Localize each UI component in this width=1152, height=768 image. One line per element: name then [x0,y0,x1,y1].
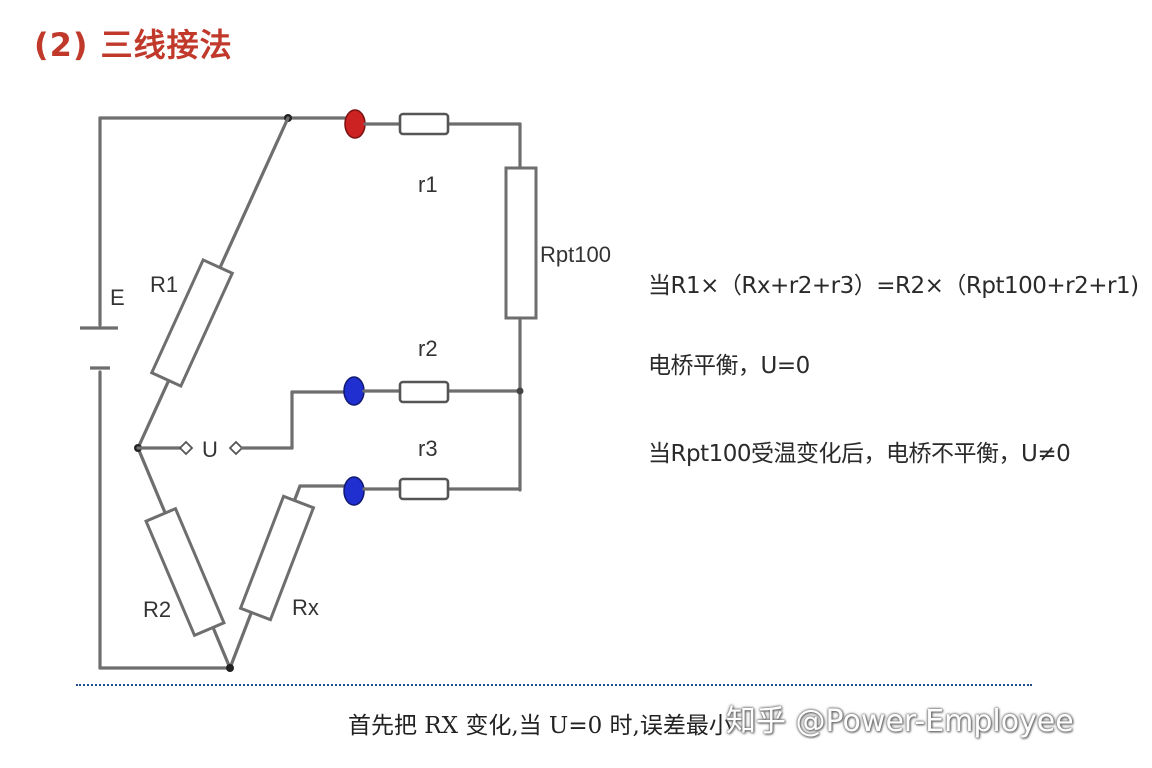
label-rx: Rx [292,595,319,620]
resistor-r2: R2 [143,506,226,638]
terminal-blue-bottom [343,476,365,506]
watermark: 知乎 @Power-Employee [726,704,1074,739]
u-left-terminal [178,440,194,456]
terminal-red [344,109,366,139]
resistor-rx: Rx [238,494,319,622]
lead-resistor-r1: r1 [398,112,450,197]
resistor-r1: R1 [149,257,235,389]
note-bridge-balanced: 电桥平衡，U=0 [648,353,810,379]
label-r1: r1 [418,172,438,197]
right-junction-node [516,387,524,395]
u-right-terminal [228,440,244,456]
lead-resistor-r3: r3 [398,436,450,501]
note-bridge-unbalanced: 当Rpt100受温变化后，电桥不平衡，U≠0 [648,441,1071,467]
label-u: U [202,437,218,462]
label-r1-big: R1 [150,272,178,297]
figure-caption: 首先把 RX 变化,当 U=0 时,误差最小 [348,713,732,739]
label-r3: r3 [418,436,438,461]
slide-title: (2) 三线接法 [34,26,233,64]
label-e: E [110,285,125,310]
bottom-junction-node [226,664,234,672]
label-r2-big: R2 [143,597,171,622]
note-balance-condition: 当R1×（Rx+r2+r3）=R2×（Rpt100+r2+r1) [648,273,1139,299]
divider-line [76,684,1032,686]
lead-resistor-r2: r2 [398,336,450,404]
terminal-blue-middle [343,376,365,406]
battery-e: E [80,116,125,670]
output-u: U [136,390,347,462]
rtd-rpt100: Rpt100 [504,166,611,320]
label-r2: r2 [418,336,438,361]
label-rpt100: Rpt100 [540,242,611,267]
